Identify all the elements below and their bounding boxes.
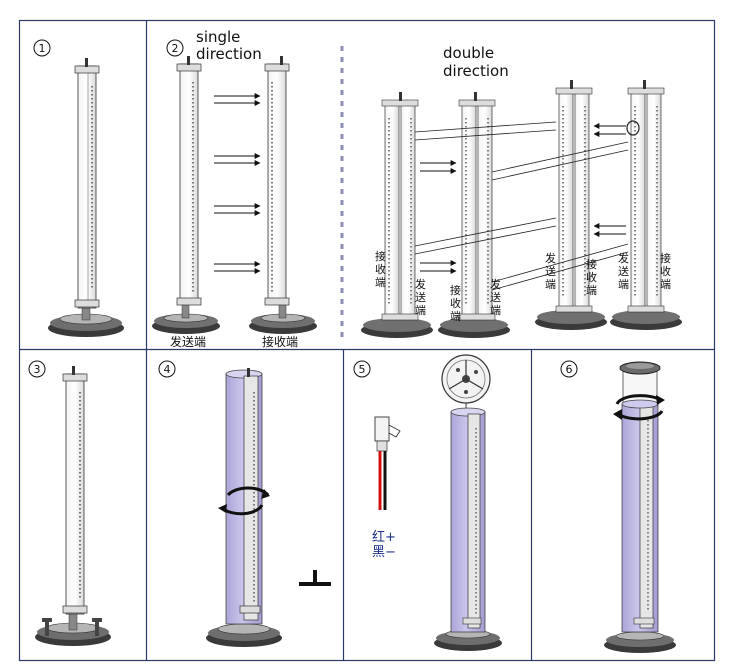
double-direction-arrows	[420, 123, 626, 274]
svg-text:1: 1	[39, 42, 46, 55]
single-title-line1: single	[196, 28, 240, 46]
pair3-right-3: 端	[586, 284, 597, 297]
pair4-right-1: 接	[660, 252, 671, 265]
double-title-line2: direction	[443, 62, 509, 80]
sender-label: 发送端	[170, 334, 206, 349]
double-title-line1: double	[443, 44, 494, 62]
panel-number-1: 1	[33, 39, 51, 57]
panel-frame	[18, 19, 716, 662]
light-curtain-column-1	[48, 58, 124, 337]
small-rotation-ring-icon	[626, 120, 640, 136]
pair1-left-3: 端	[375, 276, 386, 289]
pair1-right-1: 发	[415, 277, 426, 291]
pair2-right-1: 发	[490, 277, 501, 291]
pair4-left-1: 发	[618, 251, 629, 265]
panel-number-6: 6	[560, 360, 578, 378]
svg-text:4: 4	[164, 363, 171, 376]
pair4-right-3: 端	[660, 278, 671, 291]
sender-column	[152, 56, 220, 334]
wire-black-label: 黑−	[372, 545, 396, 560]
leveling-screw-icon	[42, 618, 102, 636]
svg-text:5: 5	[359, 363, 366, 376]
double-column-1	[361, 92, 433, 338]
svg-text:6: 6	[566, 363, 573, 376]
panel-number-5: 5	[353, 360, 371, 378]
double-column-4	[610, 80, 682, 330]
top-cap-disc	[441, 354, 491, 412]
pair2-right-2: 送	[490, 290, 501, 304]
pair2-left-1: 接	[450, 284, 461, 297]
single-direction-arrows	[214, 93, 261, 274]
light-curtain-column-3	[35, 366, 111, 646]
double-column-2	[438, 92, 510, 338]
receiver-label: 接收端	[262, 334, 298, 349]
svg-text:3: 3	[34, 363, 41, 376]
connector-plug-icon	[374, 416, 401, 510]
pair3-left-1: 发	[545, 251, 556, 265]
double-direction-columns	[361, 80, 682, 338]
panel-number-2: 2	[166, 39, 184, 57]
rotate-cap-icon	[613, 394, 665, 421]
pair3-left-2: 送	[545, 264, 556, 278]
protective-tube-assembly-6	[604, 361, 676, 653]
pair4-right-2: 收	[660, 264, 671, 278]
double-direction-beams	[414, 121, 629, 291]
pair1-right-2: 送	[415, 290, 426, 304]
double-labels: 接 收 端 发 送 端 接 收 端 发 送 端 发 送 端 接 收 端 发 送 …	[375, 250, 671, 323]
pair2-right-3: 端	[490, 304, 501, 317]
pair2-left-3: 端	[450, 310, 461, 323]
pair3-right-2: 收	[586, 270, 597, 284]
protective-tube-assembly-5	[434, 407, 502, 651]
wire-red-label: 红+	[372, 529, 396, 545]
receiver-column	[249, 56, 317, 334]
double-column-3	[535, 80, 607, 330]
rotate-tube-icon	[218, 486, 270, 516]
single-title-line2: direction	[196, 45, 262, 63]
pair3-left-3: 端	[545, 278, 556, 291]
pair3-right-1: 接	[586, 258, 597, 271]
pair1-left-1: 接	[375, 250, 386, 263]
panel-number-4: 4	[158, 360, 176, 378]
pair1-right-3: 端	[415, 304, 426, 317]
pair4-left-2: 送	[618, 264, 629, 278]
pair2-left-2: 收	[450, 296, 461, 310]
pair1-left-2: 收	[375, 262, 386, 276]
panel-number-3: 3	[28, 360, 46, 378]
tighten-symbol-icon	[299, 570, 331, 586]
pair4-left-3: 端	[618, 278, 629, 291]
svg-text:2: 2	[172, 42, 179, 55]
protective-tube-assembly-4	[206, 368, 282, 647]
